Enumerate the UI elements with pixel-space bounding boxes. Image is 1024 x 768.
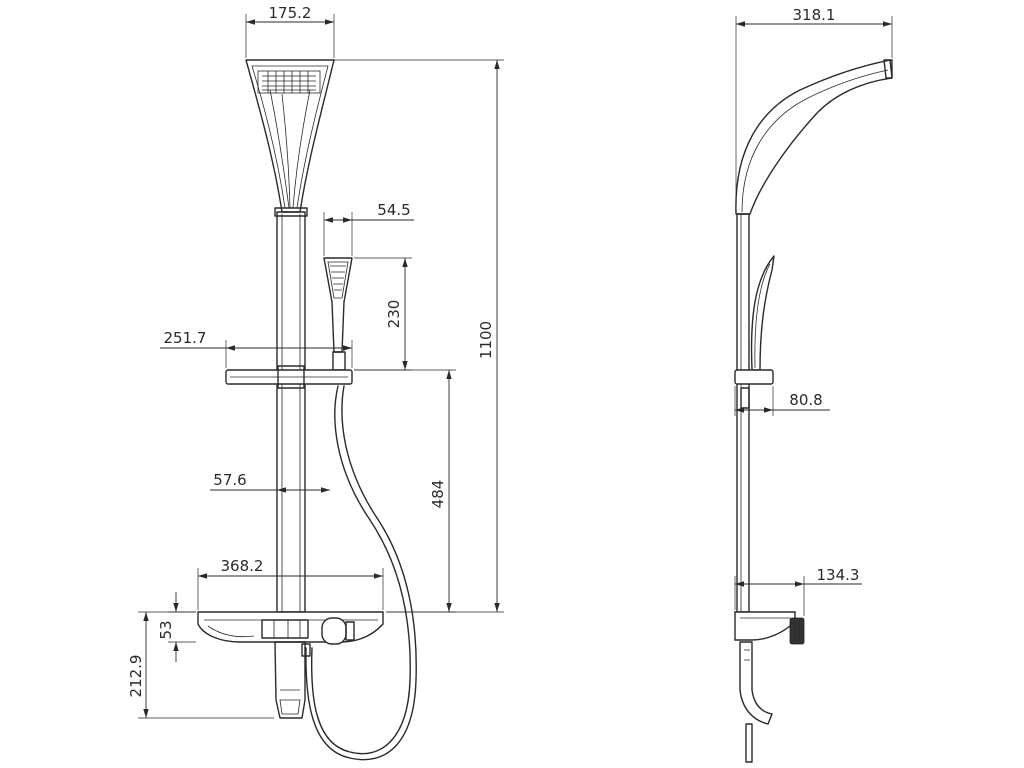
dim-bar-to-hose-label: 57.6 — [213, 471, 246, 489]
dim-shelf-thickness-label: 53 — [157, 620, 175, 639]
dim-upper-shelf-width: 251.7 — [160, 329, 353, 368]
dim-slider-to-shelf: 484 — [354, 369, 456, 613]
lower-shelf-mixer — [197, 611, 384, 719]
dim-hand-shower-length-label: 230 — [385, 300, 403, 329]
dim-side-depth: 318.1 — [735, 6, 893, 212]
dim-side-valve-depth-label: 134.3 — [817, 566, 860, 584]
dim-hand-shower-width-label: 54.5 — [377, 201, 410, 219]
shower-hose — [305, 385, 417, 761]
side-lower-valve — [734, 611, 805, 763]
side-view: 318.1 80.8 134.3 — [734, 6, 893, 763]
dim-hand-shower-width: 54.5 — [323, 201, 414, 256]
dim-lower-shelf-width-label: 368.2 — [221, 557, 264, 575]
dim-bar-to-hose: 57.6 — [210, 471, 330, 493]
riser-bar — [274, 207, 308, 613]
dim-hand-shower-length: 230 — [354, 257, 412, 371]
side-slider-holder — [734, 369, 774, 409]
dim-upper-shelf-width-label: 251.7 — [164, 329, 207, 347]
dim-lower-section-height-label: 212.9 — [127, 655, 145, 698]
rain-head-nozzles — [262, 71, 316, 93]
dim-side-valve-depth: 134.3 — [734, 566, 862, 616]
dim-total-height: 1100 — [334, 59, 504, 613]
dim-lower-shelf-width: 368.2 — [197, 557, 384, 610]
side-hand-shower — [750, 255, 775, 371]
dim-lower-section-height: 212.9 — [127, 611, 274, 719]
dim-head-width: 175.2 — [245, 4, 335, 58]
dim-head-width-label: 175.2 — [269, 4, 312, 22]
dim-side-holder-depth: 80.8 — [734, 386, 830, 416]
dim-shelf-thickness: 53 — [157, 592, 196, 662]
dim-total-height-label: 1100 — [477, 321, 495, 359]
dim-side-depth-label: 318.1 — [793, 6, 836, 24]
side-riser — [736, 213, 750, 613]
hand-shower — [323, 257, 353, 371]
front-view: 175.2 1100 54.5 230 251.7 — [127, 4, 504, 761]
upper-shelf — [225, 365, 353, 389]
side-overhead-arm — [735, 59, 893, 215]
rain-shower-head — [245, 59, 335, 213]
dim-side-holder-depth-label: 80.8 — [789, 391, 822, 409]
dim-slider-to-shelf-label: 484 — [429, 480, 447, 509]
